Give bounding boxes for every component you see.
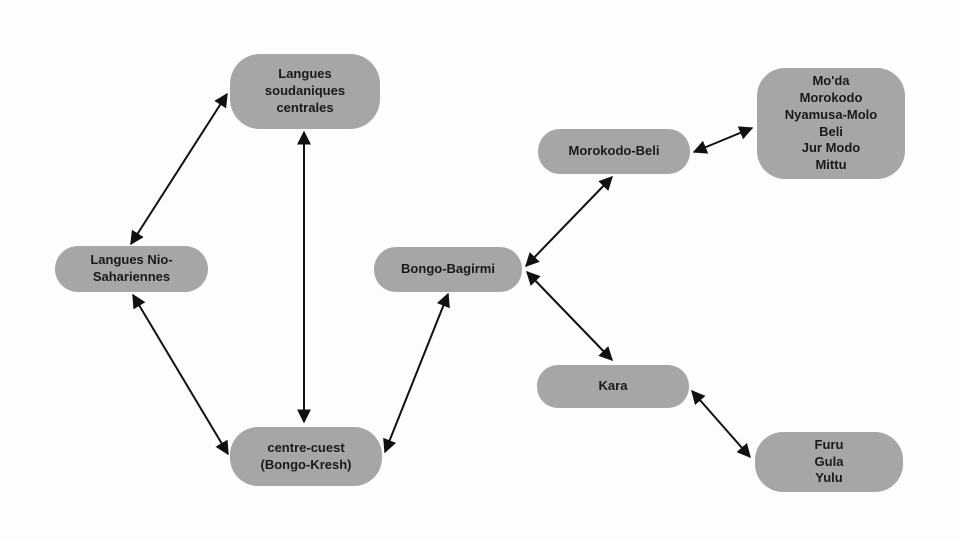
edge-bongo-to-kara [526,270,613,362]
node-centre-cuest-bongo-kresh: centre-cuest (Bongo-Kresh) [230,427,382,486]
node-morokodo-beli: Morokodo-Beli [538,129,690,174]
node-label-line: Mittu [815,157,847,173]
node-label-line: centre-cuest [267,439,345,455]
node-label-line: Langues [278,66,332,82]
node-label-line: Morokodo-Beli [568,143,660,159]
edge-bongo-to-centre [383,292,450,454]
node-langues-nio-sahariennes: Langues Nio- Sahariennes [55,246,208,292]
edge-nio-to-soudaniques [130,92,228,246]
node-label-line: Yulu [815,470,843,486]
node-label-line: Nyamusa-Molo [784,106,878,122]
node-label-line: Sahariennes [92,269,171,284]
node-langues-soudaniques-centrales: Langues soudaniques centrales [230,54,380,129]
node-label-line: Kara [598,378,628,394]
node-label-line: Jur Modo [801,140,861,156]
edge-nio-to-centre [132,293,229,456]
node-label-line: Morokodo [799,89,863,105]
node-label-line: Gula [814,453,844,469]
node-label-line: Bongo-Bagirmi [401,261,495,277]
edge-morokodo-to-moda [692,126,754,154]
node-label-line: centrales [276,99,334,115]
node-kara: Kara [537,365,689,408]
node-label-line: Beli [819,123,843,139]
node-label-line: Furu [814,436,844,452]
node-moda-group: Mo'da Morokodo Nyamusa-Molo Beli Jur Mod… [757,68,905,179]
edge-kara-to-furu [691,389,751,459]
edge-bongo-to-morokodo [525,175,613,268]
node-furu-gula-yulu: Furu Gula Yulu [755,432,903,492]
node-bongo-bagirmi: Bongo-Bagirmi [374,247,522,292]
node-label-line: Langues Nio- [90,252,173,268]
node-label-line: Mo'da [812,72,850,88]
node-label-line: soudaniques [264,83,346,99]
node-label-line: (Bongo-Kresh) [260,456,352,472]
